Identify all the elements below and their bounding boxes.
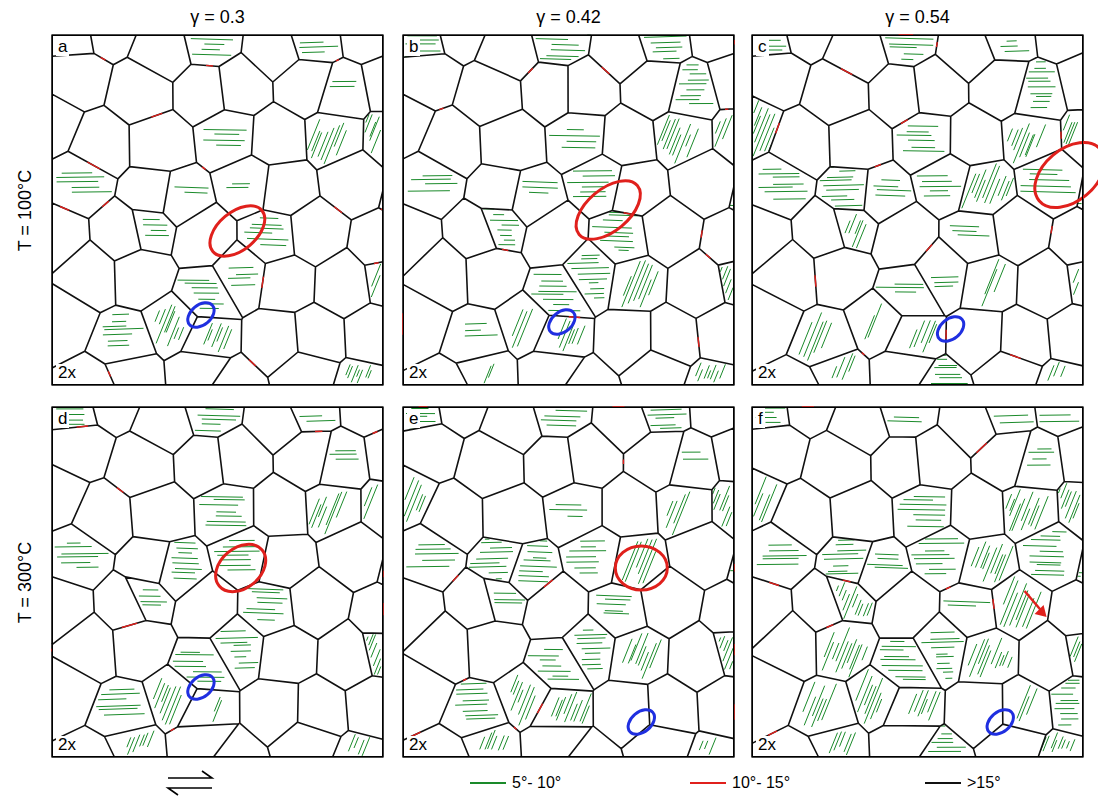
map-panel: e 2x [403, 407, 734, 757]
magnification-label: 2x [56, 736, 78, 754]
highlight-ellipse [544, 305, 580, 340]
legend-line-sample [925, 782, 961, 784]
panel-letter: a [56, 38, 69, 56]
grain-map [52, 35, 383, 385]
low-angle-boundaries [405, 35, 734, 383]
panel-letter: d [56, 410, 69, 428]
low-angle-boundaries [55, 409, 381, 756]
row-label: T = 100°C [16, 169, 37, 250]
magnification-label: 2x [407, 736, 429, 754]
highlight-ellipse [1022, 129, 1098, 220]
panel-letter: c [756, 38, 769, 56]
highlight-ellipse [566, 169, 651, 250]
legend-text: >15° [967, 774, 1001, 792]
pointer-arrowhead [1035, 605, 1047, 617]
high-angle-boundaries [752, 35, 1083, 385]
legend-line-sample [470, 782, 506, 784]
low-angle-boundaries [56, 39, 380, 384]
column-header: γ = 0.54 [885, 7, 950, 28]
medium-angle-boundaries [52, 426, 383, 731]
high-angle-boundaries [752, 407, 1083, 757]
legend-text: 10°- 15° [732, 774, 790, 792]
panel-letter: f [756, 410, 765, 428]
shear-sense-symbol [168, 771, 212, 795]
legend-text: 5°- 10° [512, 774, 561, 792]
row-label: T = 300°C [16, 541, 37, 622]
panel-letter: b [407, 38, 420, 56]
grain-map [752, 35, 1098, 385]
highlight-ellipse [206, 535, 275, 602]
grain-map [403, 35, 734, 385]
highlight-ellipse [623, 705, 659, 740]
highlight-ellipse [183, 298, 219, 333]
column-header: γ = 0.3 [190, 7, 245, 28]
high-angle-boundaries [403, 35, 734, 385]
highlight-ellipse [183, 670, 219, 705]
medium-angle-boundaries [768, 407, 994, 735]
legend-line-sample [690, 782, 726, 784]
highlight-ellipse [615, 546, 667, 590]
highlight-ellipse [982, 705, 1018, 740]
medium-angle-boundaries [776, 35, 1062, 358]
medium-angle-boundaries [412, 407, 735, 736]
map-panel: f 2x [752, 407, 1083, 757]
pointer-arrow [1025, 591, 1042, 611]
highlight-ellipse [933, 312, 969, 347]
high-angle-boundaries [403, 407, 734, 757]
medium-angle-boundaries [403, 40, 734, 347]
high-angle-boundaries [52, 35, 383, 385]
grain-map [52, 407, 383, 757]
grain-map [752, 407, 1083, 757]
map-panel: a 2x [52, 35, 383, 385]
medium-angle-boundaries [60, 57, 382, 376]
magnification-label: 2x [407, 364, 429, 382]
grain-map [403, 407, 734, 757]
panel-letter: e [407, 410, 420, 428]
map-panel: c 2x [752, 35, 1083, 385]
highlight-ellipse [201, 196, 274, 266]
high-angle-boundaries [52, 407, 383, 757]
map-panel: d 2x [52, 407, 383, 757]
low-angle-boundaries [404, 409, 733, 755]
magnification-label: 2x [756, 364, 778, 382]
column-header: γ = 0.42 [536, 7, 601, 28]
magnification-label: 2x [756, 736, 778, 754]
map-panel: b 2x [403, 35, 734, 385]
magnification-label: 2x [56, 364, 78, 382]
